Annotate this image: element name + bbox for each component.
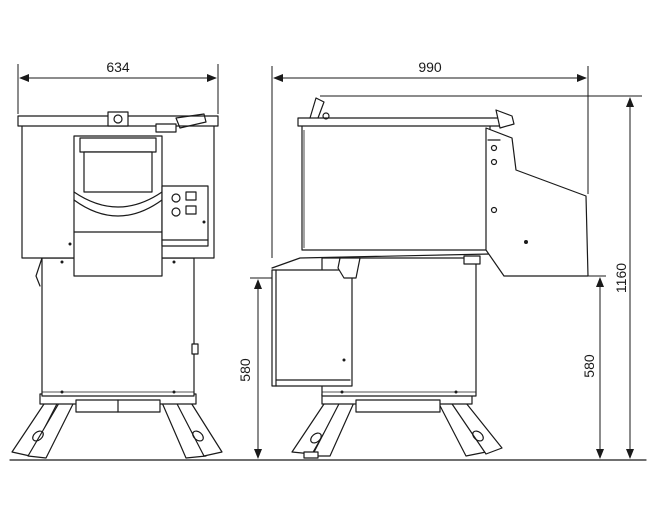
dimension-side-base-height bbox=[586, 275, 606, 459]
dimension-front-base-height bbox=[250, 277, 272, 459]
front-discharge-chute bbox=[73, 135, 163, 277]
dimension-front-width-label: 634 bbox=[106, 59, 130, 75]
dimension-front-base-height-label: 580 bbox=[237, 358, 253, 382]
dimension-front-width bbox=[17, 64, 219, 114]
front-lower-cabinet bbox=[41, 257, 195, 397]
side-motor-box bbox=[271, 269, 353, 387]
dimension-total-height bbox=[320, 95, 642, 459]
front-view-legs bbox=[11, 393, 223, 459]
side-view-legs bbox=[291, 393, 503, 459]
side-view bbox=[271, 97, 589, 459]
front-control-panel bbox=[161, 185, 209, 247]
side-chute bbox=[463, 127, 589, 277]
dimension-total-height-label: 1160 bbox=[613, 263, 629, 293]
dimension-side-depth bbox=[271, 66, 589, 258]
dimension-side-depth-label: 990 bbox=[418, 59, 442, 75]
front-view bbox=[11, 111, 223, 459]
dimension-side-base-height-label: 580 bbox=[581, 354, 597, 378]
side-upper-body bbox=[301, 123, 491, 251]
side-lid bbox=[297, 97, 515, 129]
